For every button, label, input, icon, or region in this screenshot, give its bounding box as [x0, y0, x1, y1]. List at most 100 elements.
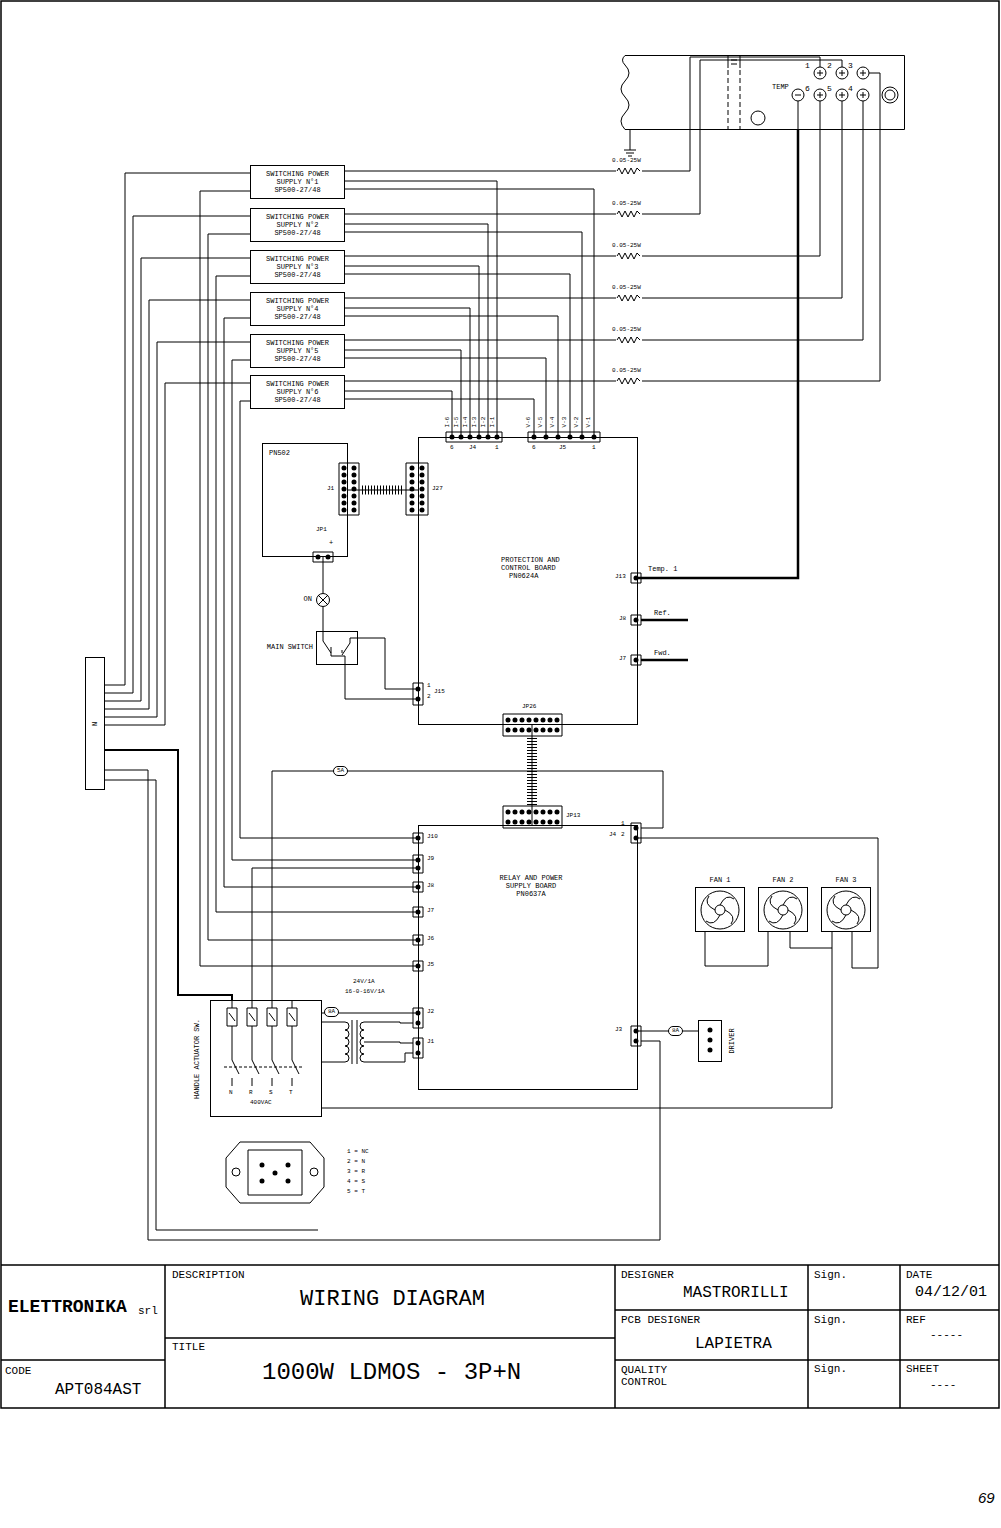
title-block-text: Sign. [814, 1315, 847, 1326]
connector-label: J2 [427, 1009, 434, 1015]
connector-label: JP26 [522, 704, 536, 710]
connector-label: J15 [434, 689, 445, 695]
title-block-text: ELETTRONIKA [8, 1298, 127, 1316]
power-supply-box: SWITCHING POWER SUPPLY N°4SP500-27/48 [250, 292, 345, 326]
wire [638, 838, 878, 968]
power-supply-box: SWITCHING POWER SUPPLY N°2SP500-27/48 [250, 208, 345, 242]
fuse-rating: 8A [668, 1026, 683, 1036]
resistor-value: 0.05-25W [612, 158, 641, 164]
connector-label: V-6 [526, 417, 532, 428]
box-label: FAN 3 [835, 876, 856, 884]
connector-label: V-5 [538, 417, 544, 428]
connector-label: I-5 [454, 417, 460, 428]
wire [105, 258, 250, 701]
wire [105, 383, 250, 725]
power-supply-box: SWITCHING POWER SUPPLY N°5SP500-27/48 [250, 334, 345, 368]
box-label: SWITCHING POWER SUPPLY N°6 [261, 380, 334, 396]
box-label: ON [304, 595, 312, 603]
resistor-value: 0.05-25W [612, 201, 641, 207]
connector-label: JP1 [316, 527, 327, 533]
power-supply-box: SWITCHING POWER SUPPLY N°3SP500-27/48 [250, 250, 345, 284]
terminal-number: 4 [848, 85, 853, 93]
wire [345, 308, 470, 437]
connector-pin [344, 468, 558, 822]
amplifier-module: TEMP [617, 55, 905, 130]
connector-label: 1 [621, 821, 625, 827]
box-label: PROTECTION AND CONTROL BOARD [501, 556, 565, 572]
box-label: SWITCHING POWER SUPPLY N°4 [261, 297, 334, 313]
title-block-text: APT084AST [55, 1382, 141, 1398]
title-block-text: DESCRIPTION [172, 1270, 245, 1281]
connector-label: 2 [427, 694, 431, 700]
socket-pin-key: 4 = S [347, 1179, 365, 1185]
switch-box: MAIN SWITCH [316, 631, 358, 665]
terminal-number: 6 [805, 85, 810, 93]
board-box: PN502 [262, 443, 348, 557]
resistor-mask [616, 167, 642, 385]
board-box: RELAY AND POWER SUPPLY BOARDPN0637A [418, 825, 638, 1090]
wire [790, 932, 832, 948]
wire [105, 750, 232, 1000]
title-block-text: DATE [906, 1270, 932, 1281]
wire [216, 276, 418, 912]
terminal-number: 5 [827, 85, 832, 93]
wire [345, 665, 418, 699]
amplifier-connector [728, 55, 898, 125]
terminal-number: 2 [827, 62, 832, 70]
socket-pin-key: 3 = R [347, 1169, 365, 1175]
connector-label: J7 [427, 908, 434, 914]
wire [345, 358, 546, 437]
title-block-text: TITLE [172, 1342, 205, 1353]
wire [345, 189, 594, 437]
wire [200, 191, 418, 966]
connector-label: J1 [427, 1039, 434, 1045]
title-block-text: Sign. [814, 1364, 847, 1375]
connector-label: I-2 [481, 417, 487, 428]
connector-label: J10 [427, 834, 438, 840]
terminal-number: 1 [805, 62, 810, 70]
drawing-frame [1, 1, 999, 1408]
power-supply-box: SWITCHING POWER SUPPLY N°1SP500-27/48 [250, 165, 345, 199]
title-block-text: QUALITY CONTROL [621, 1364, 683, 1388]
connector-label: J7 [619, 656, 626, 662]
connector-label: J1 [327, 486, 334, 492]
title-block-text: DESIGNER [621, 1270, 674, 1281]
wire [532, 725, 533, 825]
box-label: FAN 2 [772, 876, 793, 884]
page-number: 69 [978, 1490, 995, 1505]
connector-label: 6 [450, 445, 454, 451]
resistor-value: 0.05-25W [612, 243, 641, 249]
connector-label: Fwd. [654, 650, 671, 657]
connector-label: 1 [495, 445, 499, 451]
box-label: SWITCHING POWER SUPPLY N°3 [261, 255, 334, 271]
actuator-link [224, 1067, 302, 1068]
power-supply-box: SWITCHING POWER SUPPLY N°6SP500-27/48 [250, 375, 345, 409]
transformer-rating: 16-0-16V/1A [345, 989, 385, 995]
box-label: SP500-27/48 [274, 313, 320, 321]
connector-housing [313, 432, 641, 1058]
switch-symbol [323, 631, 350, 656]
phase-label: T [289, 1090, 293, 1096]
connector-label: 1 [427, 683, 431, 689]
socket-pin-key: 5 = T [347, 1189, 365, 1195]
box-label: DRIVER [728, 1028, 736, 1053]
wire [358, 638, 418, 689]
diagram-title: WIRING DIAGRAM [300, 1289, 485, 1311]
wire [105, 342, 250, 717]
wire [345, 224, 488, 437]
title-block-text: PCB DESIGNER [621, 1315, 700, 1326]
box-label: SP500-27/48 [274, 355, 320, 363]
box-label: SP500-27/48 [274, 229, 320, 237]
connector-label: I-6 [445, 417, 451, 428]
phase-label: R [249, 1090, 253, 1096]
wire [224, 318, 418, 887]
box-label: SP500-27/48 [274, 186, 320, 194]
box-label: N [91, 721, 99, 725]
connector-label: JP13 [566, 813, 580, 819]
terminal-number: 3 [848, 62, 853, 70]
ribbon-cable [527, 738, 537, 805]
connector-label: J13 [615, 574, 626, 580]
socket-pin-key: 2 = N [347, 1159, 365, 1165]
connector-label: Temp. 1 [648, 566, 677, 573]
